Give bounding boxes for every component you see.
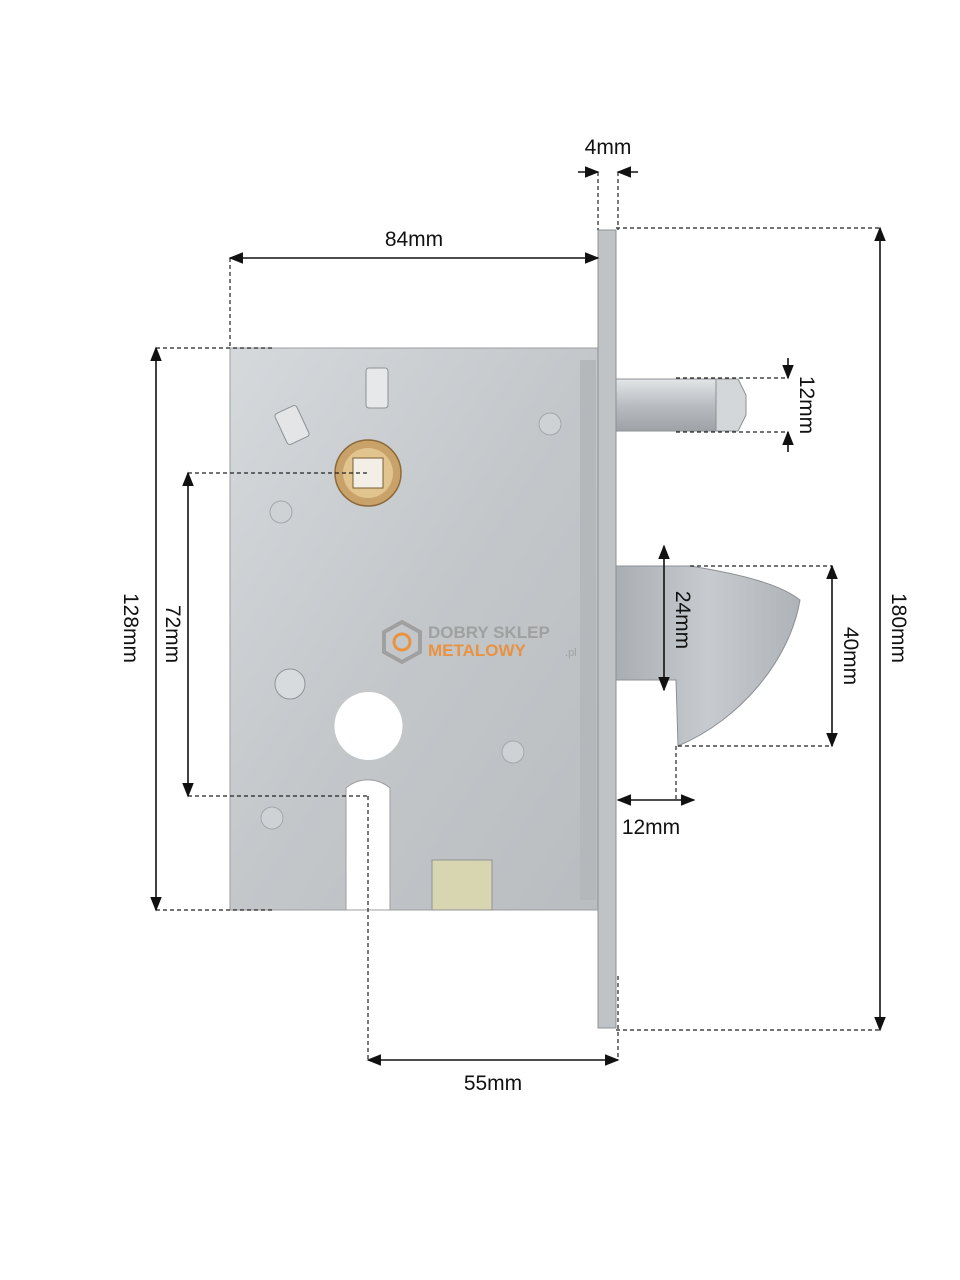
label-bolt-diameter: 12mm — [795, 376, 818, 434]
case-notch — [431, 859, 493, 911]
dimension-faceplate-thickness: 4mm — [578, 136, 638, 230]
rivet — [269, 500, 293, 524]
label-case-height: 128mm — [119, 593, 142, 663]
dimension-hook-projection: 12mm — [616, 746, 696, 839]
dimension-total-height: 180mm — [616, 226, 910, 1032]
label-spindle-to-cylinder: 72mm — [161, 605, 184, 663]
faceplate — [597, 229, 617, 1029]
logo-nut-icon — [382, 619, 422, 665]
lock-bolt — [615, 378, 747, 432]
label-hook-projection: 12mm — [622, 816, 680, 839]
dimension-bolt-diameter: 12mm — [676, 358, 818, 452]
watermark-line1: DOBRY SKLEP — [428, 623, 550, 642]
hook-latch — [615, 565, 801, 747]
rivet — [274, 668, 306, 700]
dimension-case-width: 84mm — [228, 228, 600, 348]
label-backset: 55mm — [464, 1072, 522, 1095]
dimension-hook-height: 40mm — [678, 564, 862, 748]
cylinder-cutout — [334, 692, 403, 760]
case-slot — [274, 405, 310, 445]
rivet — [260, 806, 284, 830]
dimension-hook-gap: 24mm — [658, 544, 694, 692]
watermark-logo: DOBRY SKLEP METALOWY .pl — [382, 619, 577, 665]
rivet — [501, 740, 525, 764]
dimension-backset: 55mm — [366, 796, 620, 1095]
label-hook-gap: 24mm — [671, 591, 694, 649]
label-total-height: 180mm — [887, 593, 910, 663]
watermark-suffix: .pl — [565, 647, 577, 659]
watermark-line2: METALOWY — [428, 641, 527, 660]
rivet — [538, 412, 562, 436]
case-slot — [365, 367, 389, 409]
cylinder-cutout — [345, 779, 391, 911]
lock-case — [229, 347, 601, 911]
dimension-case-height: 128mm — [119, 346, 272, 912]
dimension-spindle-to-cylinder: 72mm — [161, 471, 368, 798]
label-faceplate-thickness: 4mm — [585, 136, 632, 159]
label-case-width: 84mm — [385, 228, 443, 251]
label-hook-height: 40mm — [839, 627, 862, 685]
